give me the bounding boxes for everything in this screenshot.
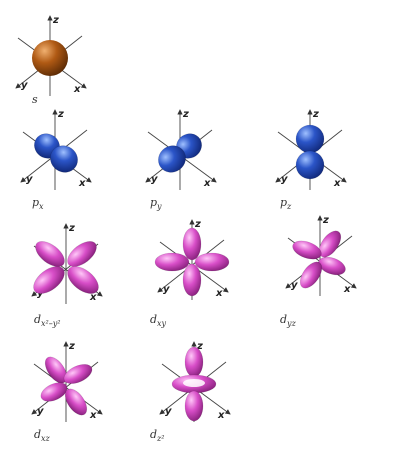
- orbital-dz2: z y x: [159, 341, 231, 422]
- dxy-lobe-right: [194, 252, 230, 272]
- py-y-label: y: [151, 174, 158, 185]
- s-x-label: x: [73, 84, 81, 95]
- label-dz2: dz²: [150, 428, 165, 443]
- label-s: s: [32, 93, 38, 106]
- px-y-label: y: [26, 174, 33, 185]
- label-px: px: [32, 196, 44, 211]
- py-lobe-front: [158, 145, 186, 173]
- pz-lobe-bottom: [295, 150, 325, 180]
- dx2y2-lobe-2: [67, 241, 97, 267]
- py-x-label: x: [203, 178, 211, 189]
- dyz-z-label: z: [322, 215, 329, 226]
- label-dxy: dxy: [150, 313, 167, 328]
- orbital-pz: z y x: [275, 109, 347, 190]
- dxz-x-label: x: [89, 410, 97, 421]
- label-pz: pz: [280, 196, 292, 211]
- orbital-py: z y x: [145, 109, 217, 190]
- dxy-y-label: y: [163, 284, 170, 295]
- s-z-label: z: [52, 15, 59, 26]
- dz2-y-label: y: [165, 406, 172, 417]
- s-y-label: y: [21, 80, 28, 91]
- dz2-torus-hole: [183, 379, 205, 387]
- pz-lobe-top: [295, 124, 325, 154]
- dxy-z-label: z: [194, 219, 201, 230]
- dxz-y-label: y: [37, 406, 44, 417]
- pz-x-label: x: [333, 178, 341, 189]
- py-z-label: z: [182, 109, 189, 120]
- dx2y2-lobe-4: [67, 266, 99, 294]
- dxy-x-label: x: [215, 288, 223, 299]
- dxy-lobe-left: [154, 252, 190, 272]
- label-dx2y2: dx²–y²: [34, 313, 61, 328]
- label-py: py: [150, 196, 162, 211]
- pz-z-label: z: [312, 109, 319, 120]
- orbital-px: z y x: [20, 109, 92, 190]
- dxy-lobe-bottom: [182, 263, 202, 297]
- dxz-lobe-3: [40, 382, 68, 402]
- dyz-lobe-1: [318, 230, 342, 258]
- dxz-lobe-1: [44, 356, 68, 384]
- dxz-z-label: z: [68, 341, 75, 352]
- dz2-x-label: x: [217, 410, 225, 421]
- dz2-lobe-top: [184, 346, 204, 378]
- dxz-x-axis: [33, 363, 103, 415]
- dyz-lobe-2: [292, 240, 322, 260]
- dyz-lobe-4: [299, 261, 323, 289]
- orbital-s: z y x: [15, 15, 87, 96]
- orbital-dx2y2: zyx: [31, 223, 103, 304]
- dz2-lobe-bottom: [184, 390, 204, 422]
- px-z-label: z: [57, 109, 64, 120]
- orbital-dxy: z y x: [154, 219, 230, 300]
- dyz-y-label: y: [291, 280, 298, 291]
- dyz-lobe-3: [318, 256, 346, 276]
- dx2y2-x-label: x: [89, 292, 97, 303]
- dxy-lobe-top: [182, 227, 202, 261]
- px-lobe-front: [50, 145, 78, 173]
- orbital-dyz: z y x: [285, 215, 357, 296]
- dx2y2-lobe-3: [33, 266, 65, 294]
- label-dxz: dxz: [34, 428, 50, 443]
- px-x-label: x: [78, 178, 86, 189]
- dx2y2-z-label: z: [68, 223, 75, 234]
- dxz-lobe-2: [63, 364, 93, 384]
- label-dyz: dyz: [280, 313, 296, 328]
- orbital-dxz: z y x: [31, 341, 103, 422]
- dyz-x-label: x: [343, 284, 351, 295]
- s-sphere: [32, 40, 68, 76]
- dz2-z-label: z: [196, 341, 203, 352]
- dxz-lobe-4: [64, 388, 88, 416]
- dx2y2-lobe-1: [35, 241, 65, 267]
- pz-y-label: y: [281, 174, 288, 185]
